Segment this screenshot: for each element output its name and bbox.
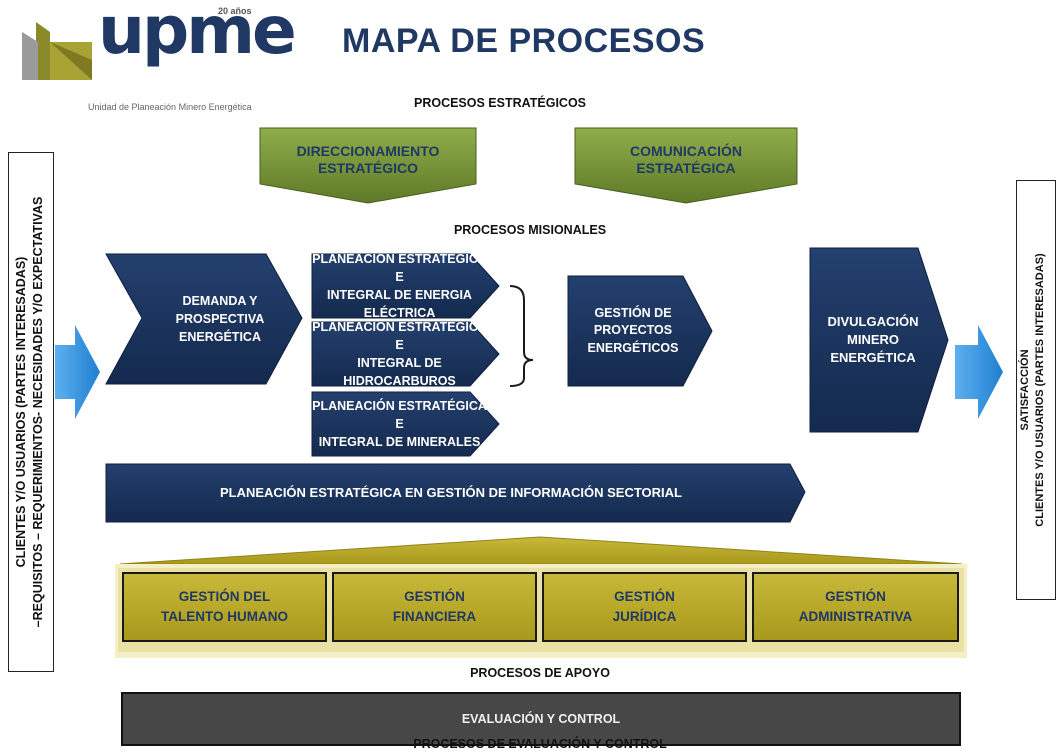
support-label-3: GESTIÓN JURÍDICA [612, 589, 677, 624]
planeacion-label-1: PLANEACIÓN ESTRATÉGICA E INTEGRAL DE ENE… [312, 251, 487, 321]
strategic-shape-1 [259, 127, 477, 204]
logo-wordmark: upme [98, 0, 297, 69]
planeacion-label-3: PLANEACIÓN ESTRATÉGICA E INTEGRAL DE MIN… [312, 398, 487, 450]
planeacion-shape-1 [311, 253, 500, 319]
logo-subtitle: Unidad de Planeación Minero Energética [88, 102, 252, 112]
gestion-proyectos-shape [567, 275, 713, 387]
support-roof [119, 536, 963, 565]
support-box-1 [122, 572, 327, 642]
support-heading: PROCESOS DE APOYO [470, 666, 610, 680]
informacion-label: PLANEACIÓN ESTRATÉGICA EN GESTIÓN DE INF… [219, 485, 682, 501]
support-box-3 [542, 572, 747, 642]
upme-logo: upme 20 años Unidad de Planeación Minero… [20, 0, 297, 114]
page-title: MAPA DE PROCESOS [342, 22, 706, 60]
control-bar [121, 692, 961, 746]
strategic-label-1: DIRECCIONAMIENTO ESTRATÉGICO [296, 143, 440, 176]
support-box-4 [752, 572, 959, 642]
control-heading: PROCESOS DE EVALUACIÓN Y CONTROL [413, 737, 667, 751]
control-label: EVALUACIÓN Y CONTROL [461, 712, 621, 726]
support-box-2 [332, 572, 537, 642]
support-label-2: GESTIÓN FINANCIERA [392, 589, 477, 624]
demanda-shape [105, 253, 303, 385]
strategic-heading: PROCESOS ESTRATÉGICOS [413, 96, 586, 110]
support-label-1: GESTIÓN DEL TALENTO HUMANO [161, 589, 288, 624]
demanda-label: DEMANDA Y PROSPECTIVA ENERGÉTICA [175, 293, 265, 345]
planeacion-shape-2 [311, 321, 500, 387]
left-panel: CLIENTES Y/O USUARIOS (PARTES INTERESADA… [8, 152, 54, 672]
left-input-arrow [55, 325, 100, 419]
planeacion-shape-3 [311, 391, 500, 457]
left-panel-text: CLIENTES Y/O USUARIOS (PARTES INTERESADA… [14, 196, 45, 628]
gestion-proyectos-label: GESTIÓN DE PROYECTOS ENERGÉTICOS [587, 305, 679, 355]
planeacion-label-2: PLANEACIÓN ESTRATÉGICA E INTEGRAL DE HID… [312, 319, 487, 389]
logo-anniversary: 20 años [218, 6, 252, 16]
missional-heading: PROCESOS MISIONALES [453, 223, 607, 237]
right-panel-text: SATISFACCIÓN CLIENTES Y/O USUARIOS (PART… [1019, 253, 1046, 527]
strategic-shape-2 [574, 127, 798, 204]
right-panel: SATISFACCIÓN CLIENTES Y/O USUARIOS (PART… [1016, 180, 1056, 600]
logo-mark-icon [22, 22, 92, 80]
divulgacion-label: DIVULGACIÓN MINERO ENERGÉTICA [827, 313, 919, 366]
right-output-arrow [955, 325, 1003, 419]
informacion-shape [105, 463, 806, 523]
bracket-shape [509, 285, 534, 387]
strategic-label-2: COMUNICACIÓN ESTRATÉGICA [630, 143, 742, 176]
support-label-4: GESTIÓN ADMINISTRATIVA [798, 589, 913, 624]
divulgacion-shape [809, 247, 949, 433]
